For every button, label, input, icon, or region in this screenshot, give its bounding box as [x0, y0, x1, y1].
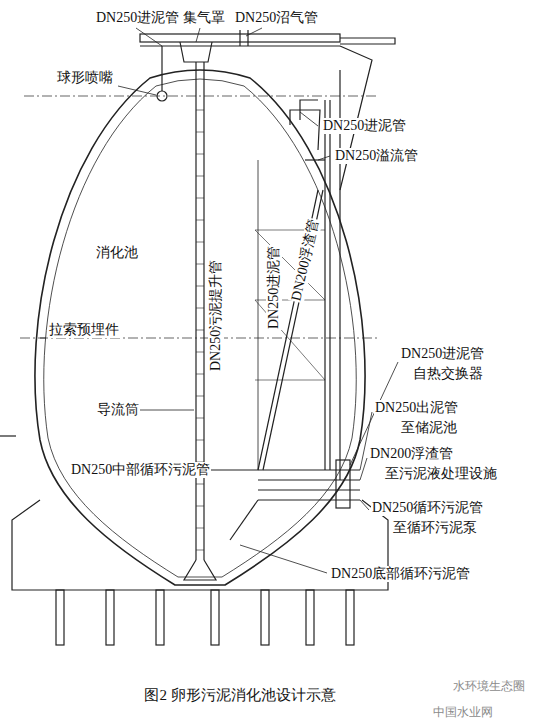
tube-rung — [196, 374, 204, 375]
tube-rung — [196, 110, 204, 111]
part-label: DN250进泥管 — [266, 245, 282, 330]
inner-wall — [44, 79, 356, 577]
feed-pipe — [324, 100, 325, 470]
part-label: DN250溢流管 — [334, 148, 419, 164]
tube-rung — [196, 264, 204, 265]
tube-rung — [196, 242, 204, 243]
part-label: 导流筒 — [96, 402, 140, 418]
tube-rung — [196, 308, 204, 309]
part-label: DN250中部循环污泥管 — [70, 462, 211, 478]
egg-shell — [35, 70, 365, 585]
watermark: 中国水业网 — [432, 704, 494, 720]
pile — [56, 590, 64, 645]
pile — [106, 590, 114, 645]
part-label: 拉索预埋件 — [48, 322, 120, 338]
tube-rung — [196, 528, 204, 529]
part-label: 至循环污泥泵 — [392, 520, 478, 536]
tube-rung — [196, 506, 204, 507]
draft-tube — [195, 62, 196, 560]
pile — [306, 590, 314, 645]
tube-rung — [196, 440, 204, 441]
part-label: DN250进泥管 — [95, 10, 180, 26]
part-label: 至储泥池 — [400, 420, 458, 436]
heat-exchanger — [336, 460, 350, 508]
tube-rung — [196, 154, 204, 155]
tube-rung — [196, 220, 204, 221]
part-label: 至污泥液处理设施 — [384, 466, 498, 482]
part-label: DN250进泥管 — [400, 346, 485, 362]
tube-rung — [196, 550, 204, 551]
tube-funnel — [184, 560, 216, 580]
pile — [261, 590, 269, 645]
part-label: 自热交换器 — [412, 366, 484, 382]
tube-rung — [196, 418, 204, 419]
part-label: DN250进泥管 — [322, 118, 407, 134]
pile — [346, 590, 354, 645]
part-label: DN250污泥提升管 — [208, 259, 224, 372]
pile — [156, 590, 164, 645]
pile — [211, 590, 219, 645]
part-label: 球形喷嘴 — [56, 70, 114, 86]
tube-rung — [196, 352, 204, 353]
part-label: DN250循环污泥管 — [371, 500, 484, 516]
part-label: DN250出泥管 — [374, 400, 459, 416]
figure-caption: 图2 卵形污泥消化池设计示意 — [144, 686, 335, 705]
part-label: 消化池 — [95, 245, 139, 261]
tube-rung — [196, 330, 204, 331]
watermark: 水环境生态圈 — [452, 678, 526, 694]
ground-mark — [0, 435, 16, 436]
gas-hood — [180, 42, 212, 62]
part-label: DN200浮渣管 — [369, 446, 454, 462]
part-label: DN250沼气管 — [234, 10, 319, 26]
part-label: 集气罩 — [182, 10, 226, 26]
outlet-pipes — [258, 470, 360, 500]
tube-rung — [196, 132, 204, 133]
feed-inlet — [290, 110, 320, 150]
part-label: DN250底部循环污泥管 — [330, 566, 471, 582]
walkway — [340, 38, 395, 44]
tube-rung — [196, 396, 204, 397]
tube-rung — [196, 286, 204, 287]
tube-rung — [196, 198, 204, 199]
tube-rung — [196, 484, 204, 485]
tube-rung — [196, 176, 204, 177]
